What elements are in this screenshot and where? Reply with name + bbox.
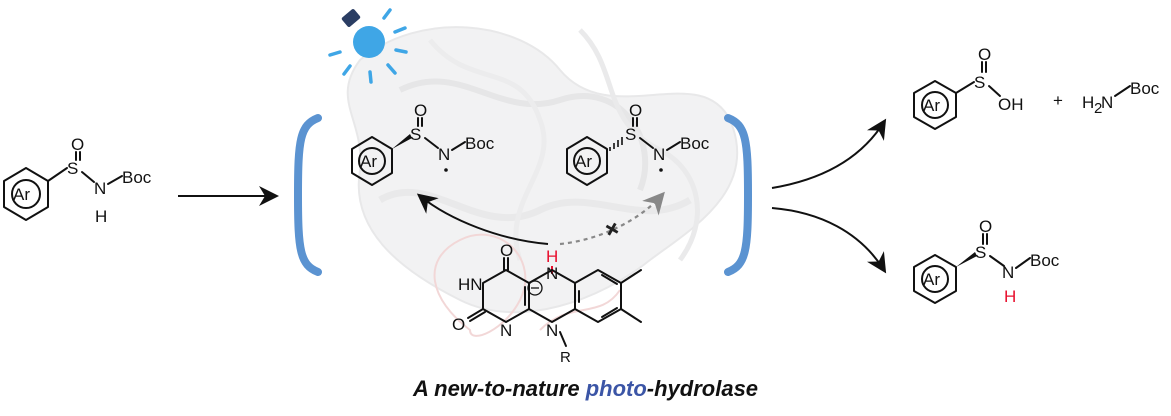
radical-intermediate-r: Ar S O N Boc [351,101,495,186]
o-label: O [629,101,642,120]
o2-label: O [452,315,465,334]
starting-sulfinamide: Ar S O N H Boc [3,135,152,226]
n10-label: N [546,321,558,340]
boc-label: Boc [1130,79,1160,98]
n-label: N [653,145,665,164]
n-label: N [1002,263,1014,282]
h-label: H [1082,93,1094,112]
s-label: S [975,243,986,262]
product-arrow-hydrolysis [771,118,887,189]
figure-caption: A new-to-nature photo-hydrolase [0,376,1171,402]
hat-arrow-favored [416,193,549,245]
plus-sign: + [1053,91,1063,110]
o4-label: O [500,241,513,260]
boc-label: Boc [122,168,152,187]
caption-part2: -hydrolase [646,376,759,401]
bracket-right [724,114,753,276]
product-arrow-reduction [771,207,887,274]
product-sulfinic-acid: Ar S O OH + [913,45,1063,130]
h-label-red: H [546,247,558,266]
ar-label: Ar [575,152,592,171]
s-label: S [67,159,78,178]
caption-part1: A new-to-nature [412,376,586,401]
n-label: N [438,145,450,164]
caption-highlight: photo [585,376,647,401]
hn-label: HN [458,275,483,294]
ar-label: Ar [923,96,940,115]
h-label: H [95,207,107,226]
n-label: N [94,179,106,198]
o-label: O [71,135,84,154]
s-label: S [410,125,421,144]
hat-arrow-disfavored [559,191,665,246]
flavin-cofactor: H N O O HN N N R [452,241,642,366]
lightbulb-icon [328,8,408,84]
ar-label: Ar [923,270,940,289]
ar-label: Ar [360,152,377,171]
o-label: O [414,101,427,120]
protein-ribbon-background [346,26,739,337]
radical-intermediate-s: Ar S O N Boc [566,101,710,186]
n1-label: N [500,321,512,340]
boc-label: Boc [680,134,710,153]
h-label-red: H [1004,287,1016,306]
boc-label: Boc [1030,251,1060,270]
ar-label: Ar [13,185,30,204]
s-label: S [974,73,985,92]
product-chiral-sulfinamide: Ar S O N H Boc [913,217,1060,306]
o-label: O [979,217,992,236]
o-label: O [978,45,991,64]
product-boc-amine: H 2 N Boc [1082,79,1160,117]
bracket-left [293,114,322,276]
n5-label: N [546,264,558,283]
boc-label: Boc [465,134,495,153]
n-label: N [1101,93,1113,112]
subscript-2: 2 [1094,100,1102,117]
oh-label: OH [998,95,1024,114]
r-label: R [560,349,571,366]
s-label: S [625,125,636,144]
